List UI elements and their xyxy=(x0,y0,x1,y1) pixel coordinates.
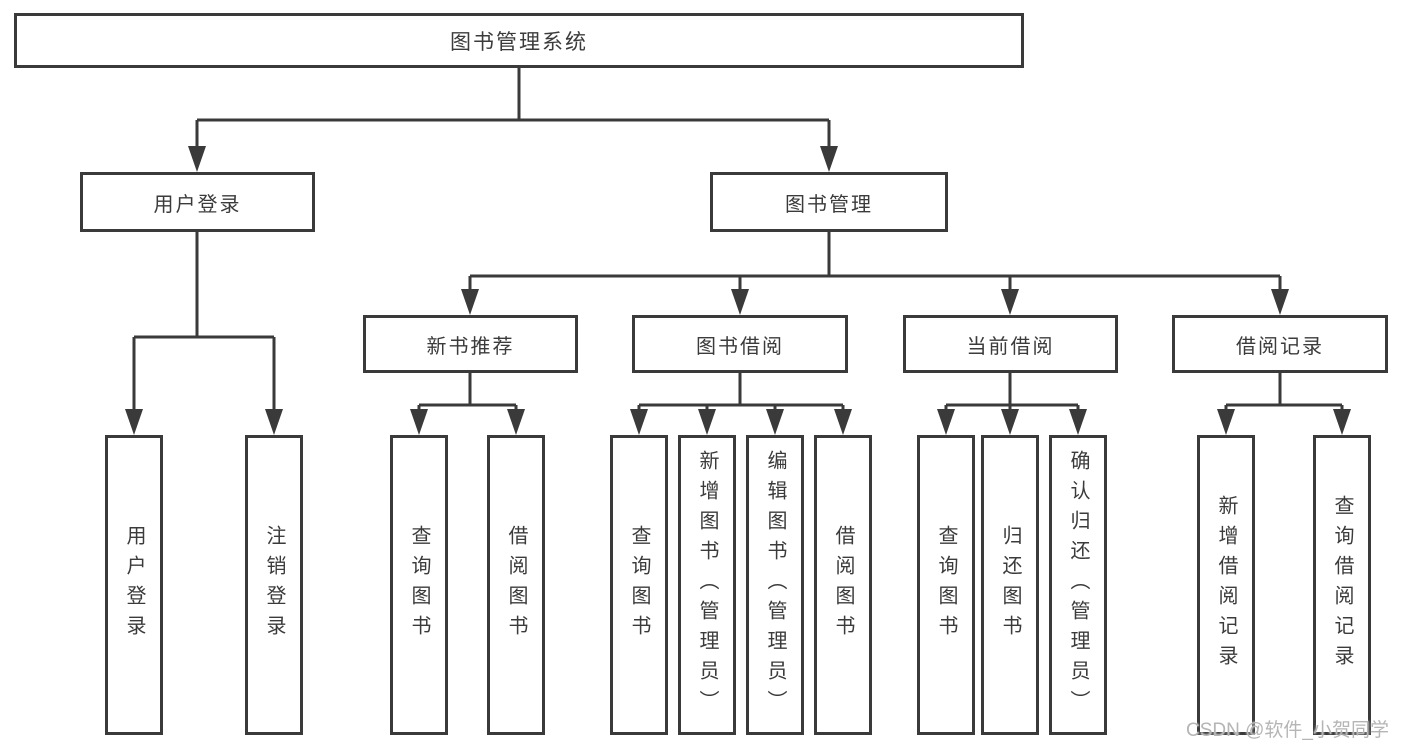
node-book-management-label: 图书管理 xyxy=(785,193,873,216)
node-book-management: 图书管理 xyxy=(710,172,948,232)
leaf-query-books-current-label: 查询图书 xyxy=(935,525,957,645)
leaf-edit-books-admin: 编辑图书（管理员） xyxy=(746,435,804,735)
arrowheads xyxy=(125,146,1351,435)
node-root-label: 图书管理系统 xyxy=(450,30,588,54)
connector-paths xyxy=(132,68,1344,417)
node-borrow-records: 借阅记录 xyxy=(1172,315,1388,373)
node-book-borrow: 图书借阅 xyxy=(632,315,848,373)
node-new-book-recommend-label: 新书推荐 xyxy=(426,335,515,358)
node-root: 图书管理系统 xyxy=(14,13,1024,68)
leaf-query-borrow-record: 查询借阅记录 xyxy=(1313,435,1371,735)
leaf-query-borrow-record-label: 查询借阅记录 xyxy=(1331,495,1353,675)
node-current-borrow-label: 当前借阅 xyxy=(966,335,1055,358)
leaf-confirm-return-admin: 确认归还（管理员） xyxy=(1049,435,1107,735)
leaf-add-borrow-record: 新增借阅记录 xyxy=(1197,435,1255,735)
leaf-user-login: 用户登录 xyxy=(105,435,163,735)
leaf-query-books-recommend: 查询图书 xyxy=(390,435,448,735)
csdn-watermark: CSDN @软件_小贺同学 xyxy=(1186,720,1389,741)
leaf-query-books-current: 查询图书 xyxy=(917,435,975,735)
node-current-borrow: 当前借阅 xyxy=(903,315,1118,373)
node-user-login-label: 用户登录 xyxy=(153,193,242,216)
leaf-borrow-books: 借阅图书 xyxy=(814,435,872,735)
leaf-borrow-books-recommend-label: 借阅图书 xyxy=(505,525,527,645)
leaf-logout: 注销登录 xyxy=(245,435,303,735)
leaf-confirm-return-admin-label: 确认归还（管理员） xyxy=(1067,450,1089,720)
leaf-query-books-borrow: 查询图书 xyxy=(610,435,668,735)
node-new-book-recommend: 新书推荐 xyxy=(363,315,578,373)
leaf-add-books-admin-label: 新增图书（管理员） xyxy=(696,450,718,720)
node-user-login: 用户登录 xyxy=(80,172,315,232)
leaf-borrow-books-recommend: 借阅图书 xyxy=(487,435,545,735)
leaf-logout-label: 注销登录 xyxy=(263,525,285,645)
node-borrow-records-label: 借阅记录 xyxy=(1236,335,1324,358)
node-book-borrow-label: 图书借阅 xyxy=(696,335,784,358)
leaf-add-borrow-record-label: 新增借阅记录 xyxy=(1215,495,1237,675)
leaf-edit-books-admin-label: 编辑图书（管理员） xyxy=(764,450,786,720)
leaf-user-login-label: 用户登录 xyxy=(123,525,145,645)
leaf-query-books-recommend-label: 查询图书 xyxy=(408,525,430,645)
leaf-return-books-label: 归还图书 xyxy=(999,525,1021,645)
leaf-add-books-admin: 新增图书（管理员） xyxy=(678,435,736,735)
leaf-return-books: 归还图书 xyxy=(981,435,1039,735)
leaf-query-books-borrow-label: 查询图书 xyxy=(628,525,650,645)
leaf-borrow-books-label: 借阅图书 xyxy=(832,525,854,645)
